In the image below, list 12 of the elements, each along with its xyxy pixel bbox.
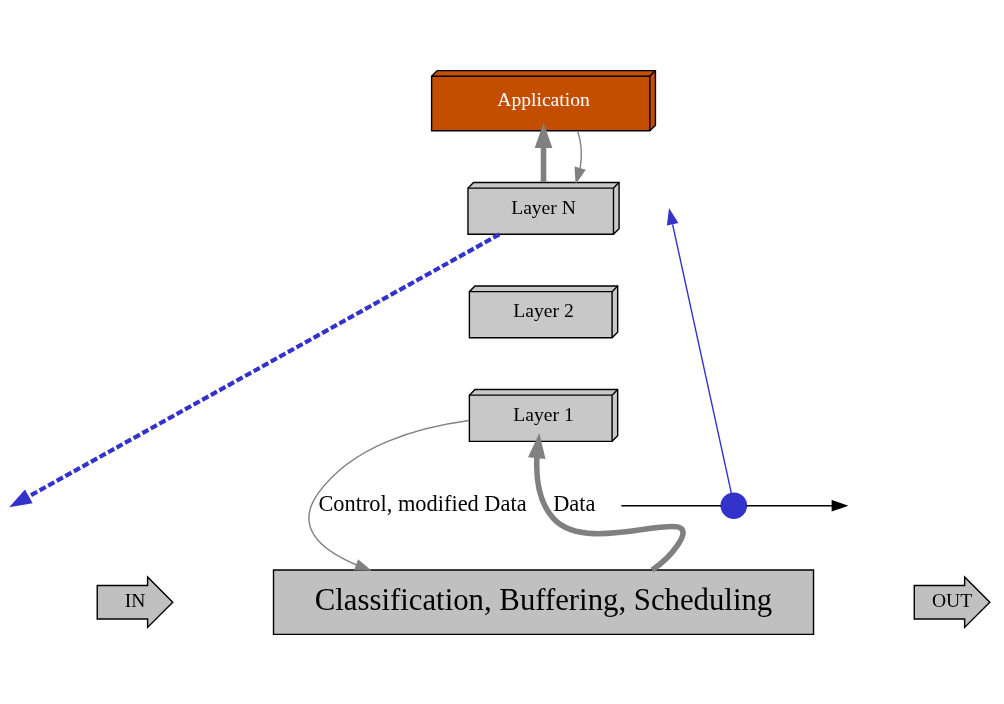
edge-label: Data (553, 490, 596, 516)
arrow (666, 207, 733, 494)
node-circle (720, 491, 748, 519)
node-box: Classification, Buffering, Scheduling (272, 568, 815, 635)
arrow (9, 232, 501, 507)
arrow (308, 419, 470, 571)
arrow (527, 432, 686, 572)
edge-label: Control, modified Data (318, 490, 527, 516)
arrow (574, 130, 586, 184)
arrow (534, 122, 553, 182)
connector (620, 504, 722, 506)
arrow (745, 499, 849, 512)
